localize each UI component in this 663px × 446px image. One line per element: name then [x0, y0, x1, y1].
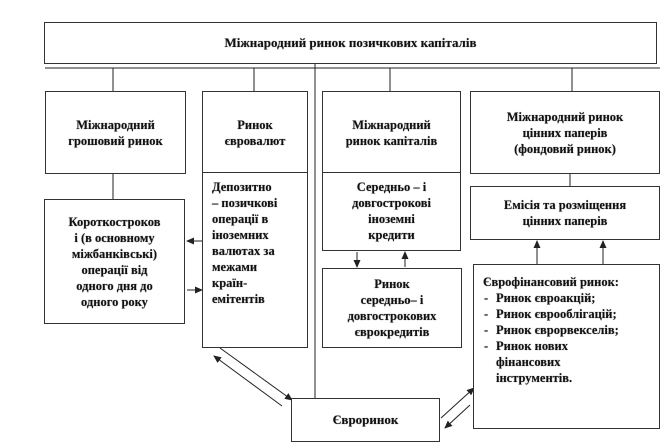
- title-text: Міжнародний ринок позичкових капіталів: [224, 35, 477, 50]
- capital-market-box: Міжнародний ринок капіталів: [322, 91, 461, 174]
- arrow-euro-efin: [440, 387, 475, 419]
- eurofinance-item: Ринок нових фінансових інструментів.: [483, 338, 659, 386]
- emission-label: Емісія та розміщення цінних паперів: [503, 198, 627, 228]
- eurocurrency-market-label: Ринок євровалют: [224, 117, 286, 148]
- securities-market-box: Міжнародний ринок цінних паперів (фондов…: [470, 91, 660, 174]
- money-market-label: Міжнародний грошовий ринок: [68, 117, 163, 148]
- eurofinance-list: Ринок євроакцій; Ринок єврооблігацій; Ри…: [483, 290, 659, 386]
- mid-long-credits-label: Середньо – і довгострокові іноземні кред…: [352, 180, 431, 242]
- eurofinance-item: Ринок євроакцій;: [483, 290, 659, 306]
- eurofinance-item: Ринок єврооблігацій;: [483, 306, 659, 322]
- euromarket-box: Євроринок: [291, 398, 440, 442]
- emission-box: Емісія та розміщення цінних паперів: [470, 186, 660, 240]
- eurocurrency-market-box: Ринок євровалют: [202, 91, 308, 174]
- eurofinance-item: Ринок єврорвекселів;: [483, 322, 659, 338]
- euromarket-label: Євроринок: [332, 412, 399, 427]
- short-term-operations-box: Короткостроков і (в основному міжбанківс…: [44, 199, 185, 324]
- eurocredit-market-box: Ринок середньо– і довгострокових єврокре…: [322, 268, 462, 348]
- deposit-loan-operations-box: Депозитно – позичкові операції в іноземн…: [202, 172, 308, 348]
- mid-long-credits-box: Середньо – і довгострокові іноземні кред…: [322, 172, 461, 251]
- capital-market-label: Міжнародний ринок капіталів: [345, 117, 438, 148]
- securities-market-label: Міжнародний ринок цінних паперів (фондов…: [506, 109, 624, 156]
- eurofinance-title: Єврофінансовий ринок:: [483, 275, 619, 289]
- title-box: Міжнародний ринок позичкових капіталів: [44, 22, 657, 64]
- arrow-depo-euro: [219, 347, 293, 401]
- eurofinance-market-box: Єврофінансовий ринок: Ринок євроакцій; Р…: [473, 264, 660, 429]
- short-term-operations-label: Короткостроков і (в основному міжбанківс…: [68, 214, 161, 309]
- arrow-efin-euro: [444, 404, 471, 429]
- money-market-box: Міжнародний грошовий ринок: [45, 91, 186, 174]
- deposit-loan-operations-label: Депозитно – позичкові операції в іноземн…: [212, 180, 278, 306]
- arrow-euro-depo: [213, 355, 283, 407]
- eurocredit-market-label: Ринок середньо– і довгострокових єврокре…: [347, 277, 437, 339]
